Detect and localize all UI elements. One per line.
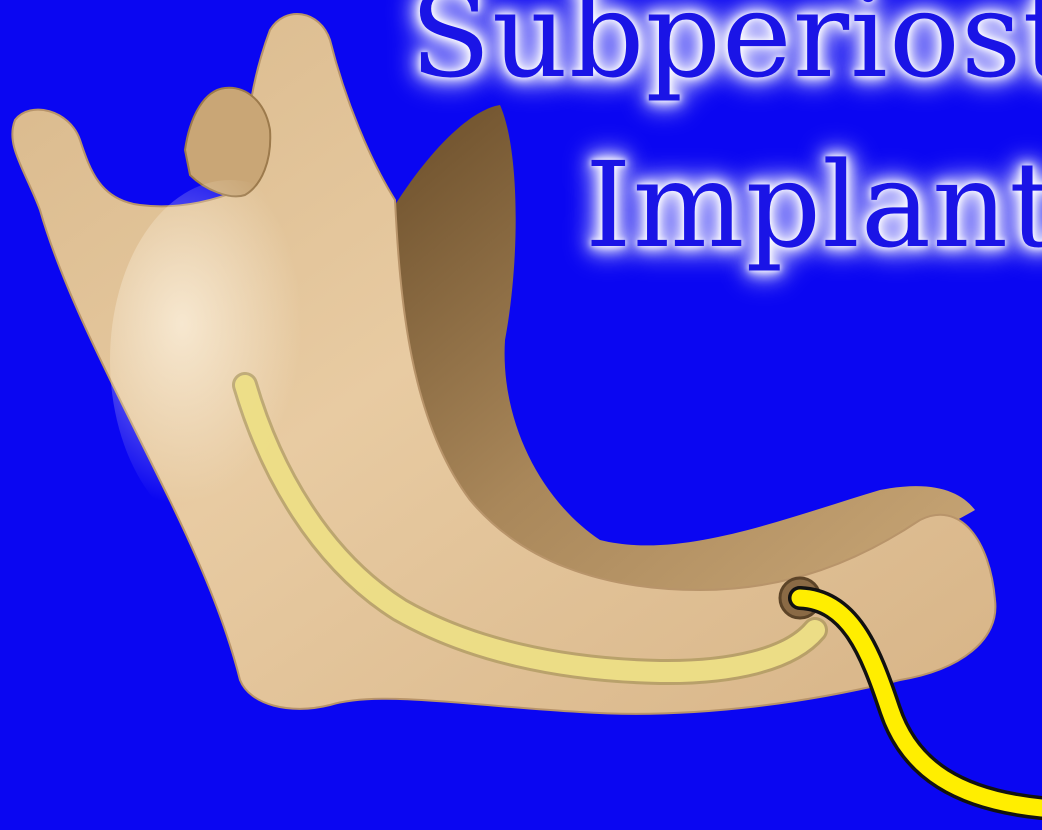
title-line-2: Implant xyxy=(585,146,1042,264)
title-line-1: Subperioste xyxy=(410,0,1042,94)
bone-highlight xyxy=(110,180,350,540)
coronoid-process xyxy=(185,88,270,196)
